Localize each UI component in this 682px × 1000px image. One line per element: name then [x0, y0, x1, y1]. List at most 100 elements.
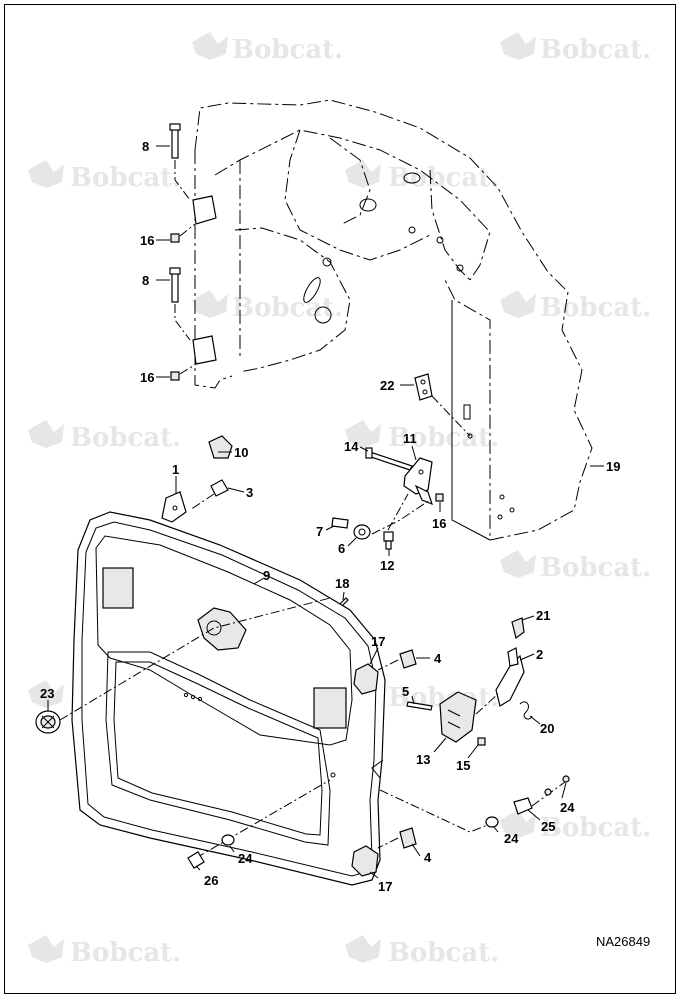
callout-23: 23 [40, 686, 54, 701]
hinge-bracket [192, 335, 217, 365]
nut [562, 775, 570, 783]
svg-text:Bobcat.: Bobcat. [70, 938, 181, 968]
bushing [353, 524, 371, 540]
pin [331, 517, 349, 529]
latch-knob [208, 435, 233, 459]
frame-hole [314, 306, 332, 324]
bobcat-watermark: Bobcat. [28, 160, 181, 193]
callout-19: 19 [606, 459, 620, 474]
bumper-pad [351, 845, 379, 877]
svg-text:Bobcat.: Bobcat. [70, 163, 181, 193]
nut [170, 371, 180, 381]
svg-text:Bobcat.: Bobcat. [70, 423, 181, 453]
machine-frame-phantom [192, 99, 593, 541]
spring [519, 701, 533, 720]
bolt [169, 267, 181, 303]
callout-4: 4 [424, 850, 432, 865]
callout-16: 16 [140, 233, 154, 248]
svg-text:Bobcat.: Bobcat. [540, 293, 651, 323]
frame-slot [303, 277, 321, 303]
nut [170, 233, 180, 243]
callout-20: 20 [540, 721, 554, 736]
frame-hole [408, 226, 416, 234]
svg-text:Bobcat.: Bobcat. [232, 35, 343, 65]
svg-text:Bobcat.: Bobcat. [540, 553, 651, 583]
bolt [406, 701, 433, 711]
hinge-bracket [192, 195, 217, 225]
callout-17: 17 [371, 634, 385, 649]
svg-text:Bobcat.: Bobcat. [388, 423, 499, 453]
door-cutout [102, 567, 134, 609]
post-hole [497, 514, 503, 520]
latch [495, 647, 525, 707]
frame-hole [456, 264, 464, 272]
catch [210, 479, 229, 497]
bracket-clip [513, 797, 533, 815]
callout-25: 25 [541, 819, 555, 834]
frame-hole [359, 198, 377, 212]
callout-9: 9 [263, 568, 270, 583]
bobcat-watermark: Bobcat. [500, 810, 651, 843]
bolt [169, 123, 181, 159]
callout-16: 16 [140, 370, 154, 385]
washer [221, 834, 235, 846]
nut [477, 737, 486, 746]
door-cutout [313, 687, 347, 729]
latch-bracket [403, 457, 433, 506]
callouts: 8 16 8 16 22 14 11 10 1 3 19 7 16 6 12 9 [40, 139, 620, 894]
svg-text:Bobcat.: Bobcat. [540, 35, 651, 65]
callout-18: 18 [335, 576, 349, 591]
bumper-pad [353, 663, 379, 695]
hinge [161, 491, 187, 523]
post-hole [509, 507, 515, 513]
svg-text:Bobcat.: Bobcat. [388, 938, 499, 968]
callout-1: 1 [172, 462, 179, 477]
bobcat-watermark: Bobcat. [500, 550, 651, 583]
post-hole [467, 433, 473, 439]
clip [511, 617, 525, 640]
callout-16: 16 [432, 516, 446, 531]
frame-hole [403, 172, 421, 184]
callout-21: 21 [536, 608, 550, 623]
callout-13: 13 [416, 752, 430, 767]
callout-6: 6 [338, 541, 345, 556]
frame-hole [322, 257, 332, 267]
callout-3: 3 [246, 485, 253, 500]
strike-plate [414, 373, 433, 401]
bolt [383, 531, 394, 550]
rear-door [71, 511, 386, 886]
bobcat-watermark: Bobcat. [345, 935, 499, 968]
callout-5: 5 [402, 684, 409, 699]
bobcat-watermark: Bobcat. [345, 420, 499, 453]
callout-26: 26 [204, 873, 218, 888]
door-boss [206, 620, 222, 636]
bobcat-watermark: Bobcat. [500, 290, 651, 323]
callout-17: 17 [378, 879, 392, 894]
callout-12: 12 [380, 558, 394, 573]
bobcat-watermark: Bobcat. [192, 290, 343, 323]
nut [435, 493, 444, 502]
callout-7: 7 [316, 524, 323, 539]
bracket-clip [187, 851, 205, 869]
nut [544, 788, 552, 796]
post-slot [463, 404, 471, 420]
bobcat-watermark: Bobcat. [28, 420, 181, 453]
door-knob [35, 710, 61, 734]
svg-text:Bobcat.: Bobcat. [232, 293, 343, 323]
frame-hole [436, 236, 444, 244]
drawing-reference: NA26849 [596, 934, 650, 949]
callout-14: 14 [344, 439, 359, 454]
callout-24: 24 [560, 800, 575, 815]
callout-11: 11 [403, 431, 417, 446]
callout-22: 22 [380, 378, 394, 393]
bobcat-watermark: Bobcat. [28, 935, 181, 968]
callout-24: 24 [238, 851, 253, 866]
svg-text:Bobcat.: Bobcat. [540, 813, 651, 843]
svg-text:Bobcat.: Bobcat. [388, 163, 499, 193]
callout-10: 10 [234, 445, 248, 460]
callout-8: 8 [142, 273, 149, 288]
washer [485, 816, 499, 828]
bobcat-watermark: Bobcat. [500, 32, 651, 65]
latch-block [439, 691, 477, 743]
